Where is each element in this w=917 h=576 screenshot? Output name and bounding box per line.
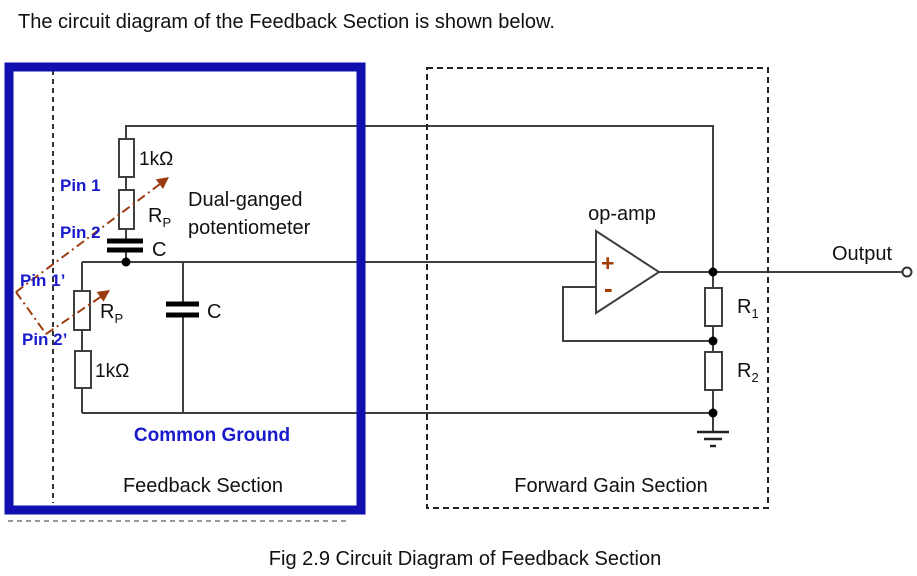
resistor-r2 [704,351,723,391]
wiper-arrow-bottom-line [45,295,103,335]
wires [81,125,903,431]
label-pot-note-2: potentiometer [188,217,311,239]
resistor-1k-top [118,138,135,178]
junction-dot-output [708,267,718,277]
wire-feedback-loop [562,286,713,342]
label-forward-gain-section: Forward Gain Section [514,475,707,497]
output-terminal-icon [901,266,913,278]
label-opamp: op-amp [588,203,656,225]
wiper-link-line [15,291,47,335]
label-rp-bottom: RP [100,301,123,326]
label-pin2-prime: Pin 2’ [22,330,67,349]
label-cap-middle: C [207,301,221,323]
junction-dot-ground [708,408,718,418]
wiper-arrow-top-head-icon [155,177,169,189]
label-feedback-section: Feedback Section [123,475,283,497]
resistor-1k-bottom [74,350,92,389]
resistor-r1 [704,287,723,327]
capacitor-c-top [107,238,143,253]
opamp-minus-input: - [604,273,613,303]
label-output: Output [832,243,892,265]
ganged-wiper-linkage [15,177,169,335]
junction-dots [121,257,718,418]
wiper-arrow-bottom-head-icon [96,290,110,302]
forward-gain-section-box [426,67,769,509]
label-rp-top: RP [148,205,171,230]
junction-dot-feedback [708,336,718,346]
label-pot-note-1: Dual-ganged [188,189,303,211]
label-r2: R2 [737,360,759,385]
opamp-triangle [595,229,661,315]
label-pin1-prime: Pin 1’ [20,271,65,290]
capacitor-c-middle [166,301,199,318]
label-pin2: Pin 2 [60,223,101,242]
feedback-section-highlight-box [4,62,366,515]
label-cap-top: C [152,239,166,261]
forward-components [595,229,913,448]
opamp-plus-input: + [601,250,614,276]
label-resistor-1k-bottom: 1kΩ [95,361,129,382]
label-common-ground: Common Ground [134,425,290,446]
figure-caption: Fig 2.9 Circuit Diagram of Feedback Sect… [269,548,661,570]
label-r1: R1 [737,296,759,321]
wiper-arrow-top-line [15,183,161,293]
wire-top-rail [125,125,714,272]
feedback-components [73,138,199,389]
label-resistor-1k-top: 1kΩ [139,149,173,170]
label-pin1: Pin 1 [60,176,101,195]
intro-text: The circuit diagram of the Feedback Sect… [18,11,555,33]
junction-dot-cap [121,257,131,267]
